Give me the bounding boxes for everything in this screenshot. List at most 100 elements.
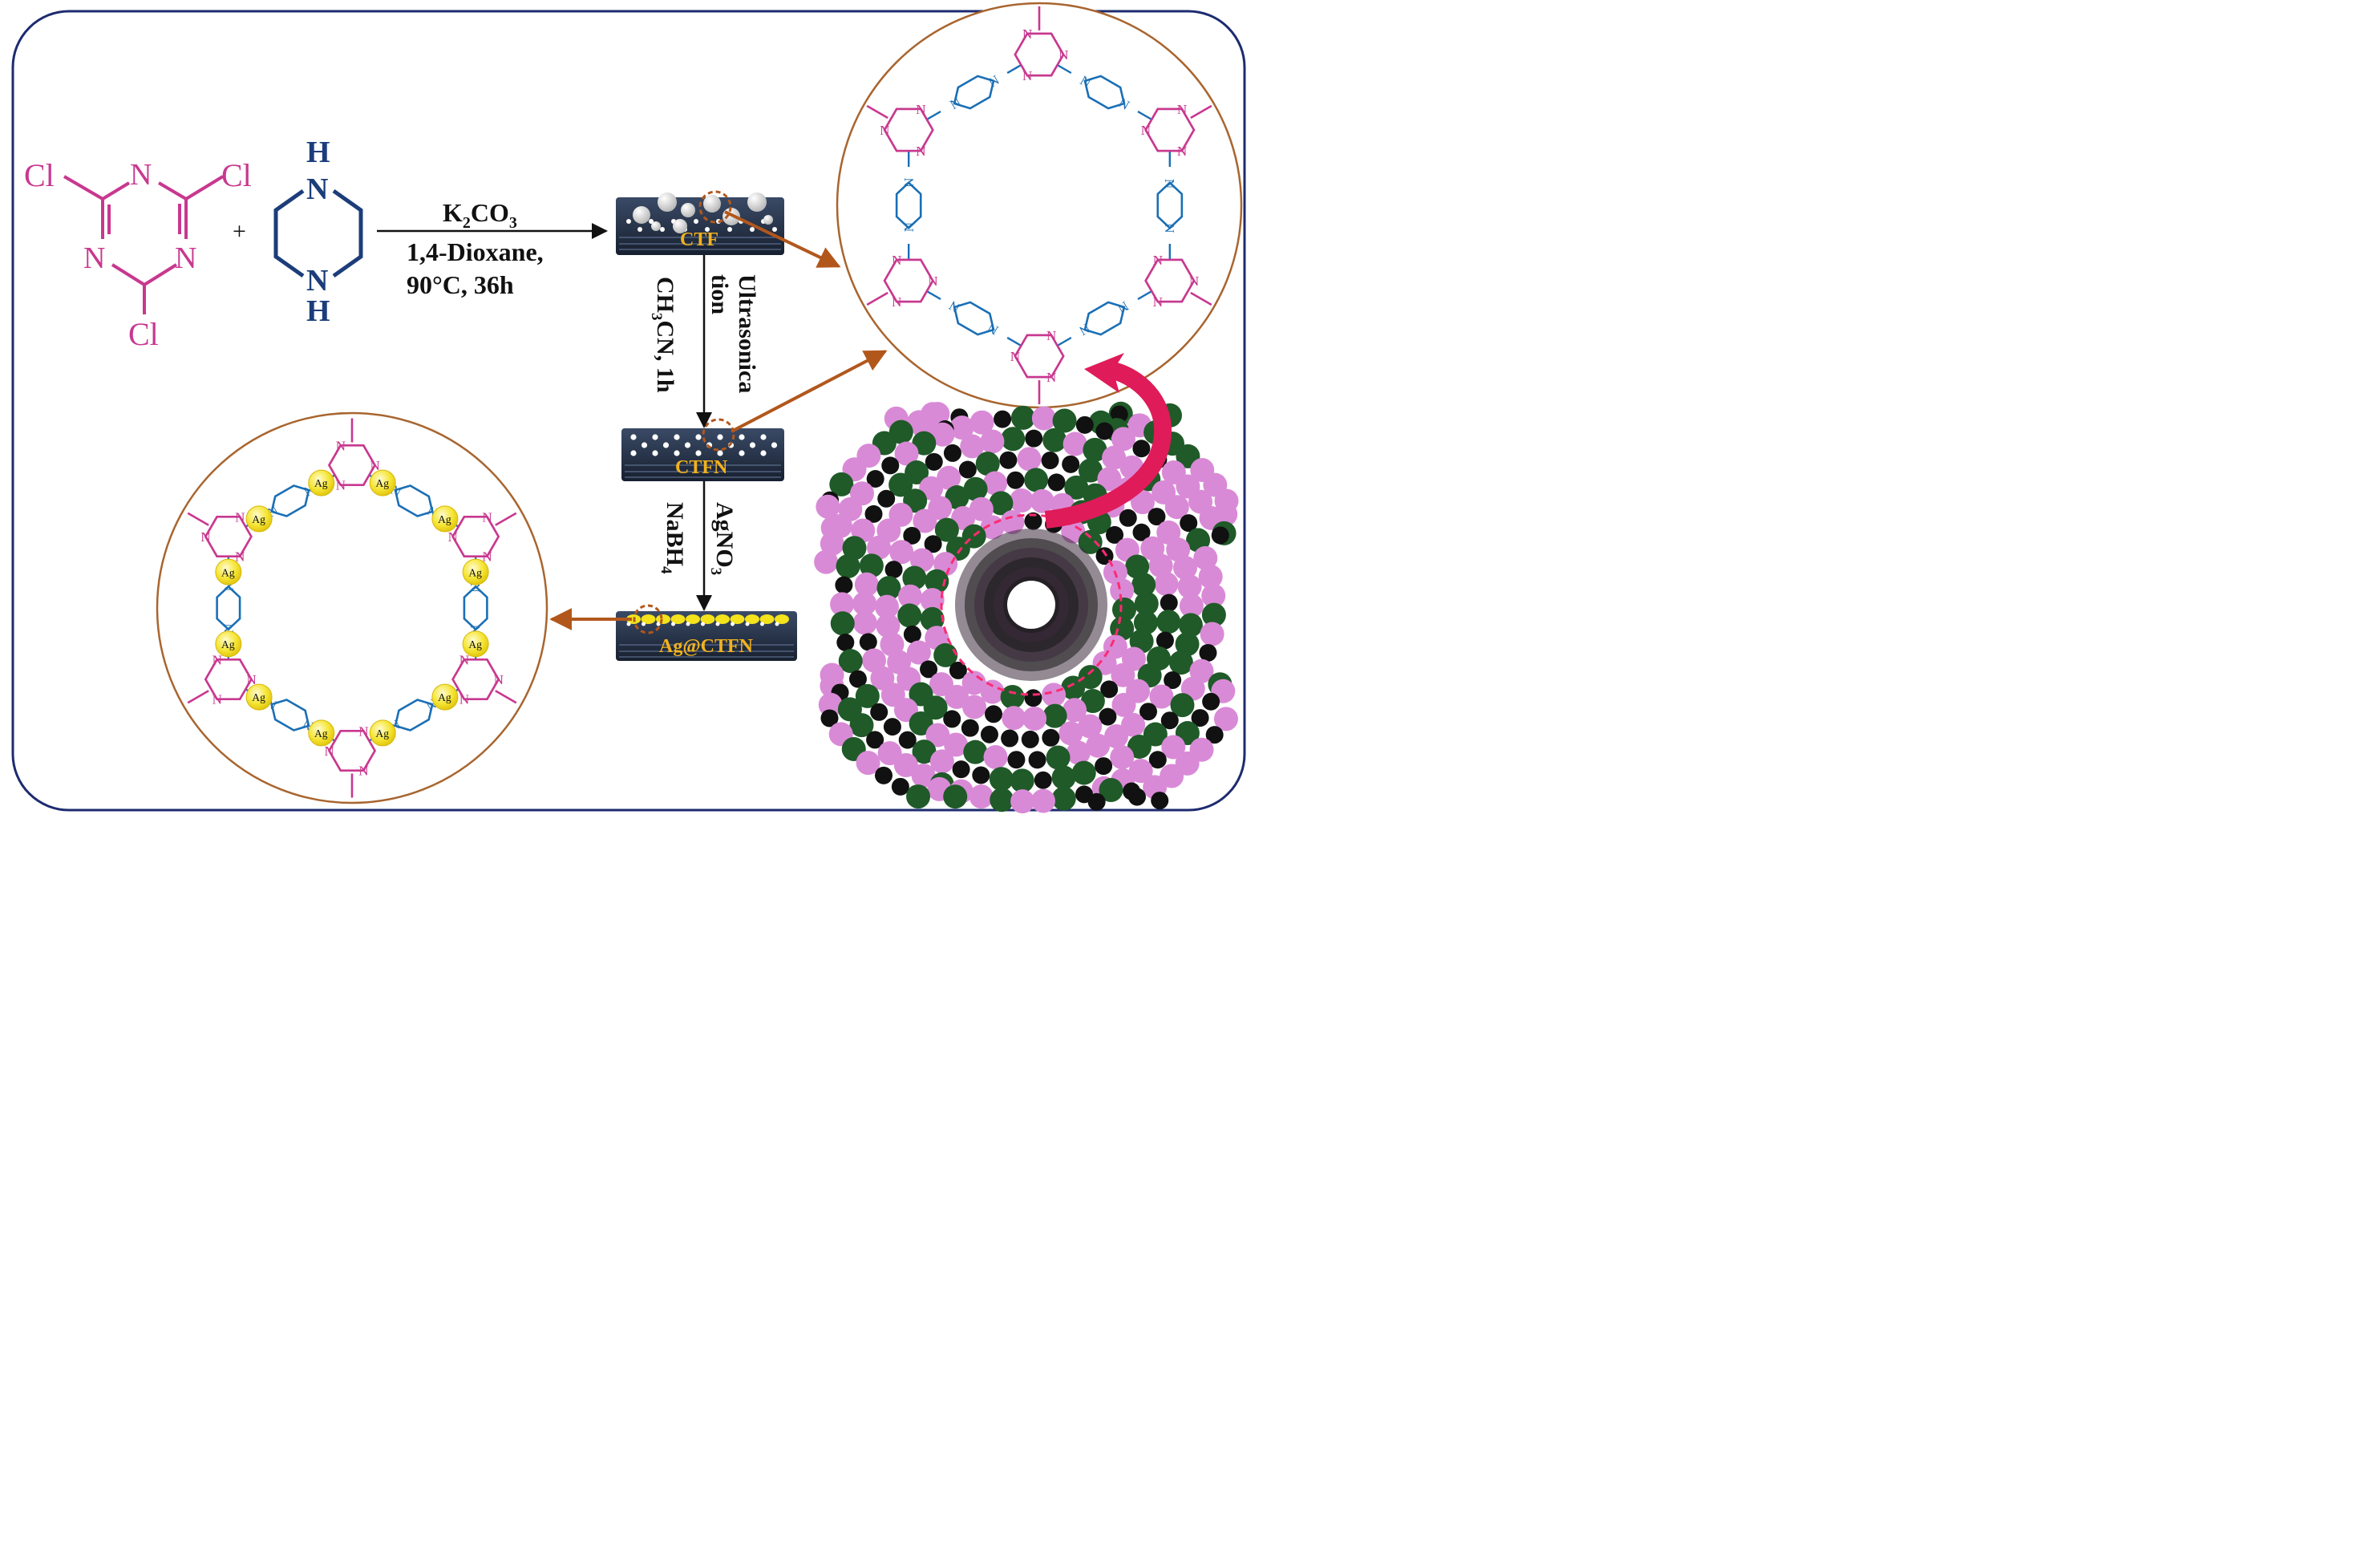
ctf-label: CTF (680, 229, 718, 250)
ring-n-label: N (1010, 349, 1020, 364)
ring-n-label: N (1022, 68, 1032, 83)
ring-n-label: N (358, 764, 368, 779)
atom-sphere (944, 732, 969, 757)
atom-sphere (1179, 594, 1204, 618)
ring-n-label: N (235, 549, 245, 565)
atom-sphere (898, 731, 917, 749)
atom-sphere (1164, 495, 1189, 520)
atom-sphere (1125, 554, 1150, 579)
atom-sphere (1087, 792, 1106, 811)
ring-n-label: N (200, 529, 210, 545)
pore-dot (771, 442, 778, 448)
atom-sphere (1062, 432, 1087, 456)
methyl-bond (495, 512, 517, 526)
atom-sphere (925, 569, 949, 594)
atom-sphere (830, 611, 855, 636)
atom-sphere (1099, 707, 1117, 726)
zoom-arrow-ctfn (731, 350, 888, 433)
atom-sphere (1058, 721, 1083, 746)
n-top-label: N (130, 158, 152, 192)
atom-sphere (911, 763, 936, 788)
atom-sphere (1168, 650, 1193, 675)
triazine-ring (451, 658, 500, 700)
atom-sphere (859, 633, 877, 651)
atom-sphere (961, 671, 986, 695)
atom-sphere (1133, 610, 1158, 635)
pore-dot (717, 434, 723, 440)
ag-nanoparticle (431, 505, 459, 533)
atom-sphere (1010, 789, 1035, 814)
atom-sphere (1148, 553, 1173, 578)
atom-sphere (1001, 427, 1026, 452)
framework-sphere-model-icon (814, 401, 1239, 814)
ag-label: Ag (375, 727, 389, 740)
ring-n-label: N (370, 458, 379, 473)
atom-sphere (980, 725, 998, 744)
atom-sphere (1052, 408, 1077, 433)
ring-n-label: N (212, 652, 222, 667)
piperazine-bond (270, 699, 310, 731)
atom-sphere (1175, 632, 1200, 657)
ag-nanoparticle (431, 683, 459, 711)
atom-sphere (1083, 437, 1107, 462)
triazine-ring (204, 658, 253, 700)
ring-n-label: N (246, 672, 256, 687)
pore-dot (745, 622, 750, 626)
piperazine-bond (953, 75, 995, 110)
atom-sphere (889, 540, 914, 565)
pore-dot (626, 219, 631, 224)
atom-sphere (1128, 759, 1153, 784)
atom-sphere (943, 710, 961, 728)
atom-sphere (1156, 631, 1174, 650)
pore-dot (694, 219, 698, 224)
pore-dot (772, 227, 777, 232)
atom-sphere (1010, 768, 1034, 793)
atom-sphere (1200, 622, 1224, 646)
triazine-ring (1144, 258, 1196, 303)
piperazine-bond (394, 484, 434, 517)
ag-nanoparticle (369, 719, 396, 747)
atom-sphere (1024, 689, 1042, 707)
ag-nanoparticle (462, 558, 489, 586)
atom-sphere (1104, 724, 1129, 749)
atom-sphere (1191, 709, 1209, 727)
ctfn-layer: CTFN (621, 428, 784, 481)
atom-sphere (1007, 751, 1026, 769)
atom-sphere (1201, 602, 1226, 627)
ag-nanoparticle (215, 630, 242, 658)
atom-sphere (1127, 788, 1146, 806)
atom-sphere (1078, 529, 1103, 554)
atom-sphere (814, 549, 839, 574)
triazine-ring (451, 516, 500, 557)
atom-sphere (903, 526, 921, 545)
atom-sphere (980, 429, 1005, 454)
triazine-ring (883, 258, 934, 303)
atom-sphere (1110, 578, 1135, 603)
atom-sphere (1112, 598, 1136, 622)
atom-sphere (983, 744, 1008, 769)
atom-sphere (975, 452, 1000, 476)
atom-sphere (1064, 475, 1089, 500)
ag-label: Ag (314, 727, 328, 740)
zoom-marker-agctfn (633, 604, 663, 634)
atom-sphere (866, 731, 884, 749)
atom-sphere (1205, 726, 1224, 744)
ring-n-label: N (928, 274, 937, 289)
atom-sphere (830, 592, 855, 617)
piperazine-bond (463, 585, 488, 631)
atom-sphere (1111, 663, 1135, 687)
atom-sphere (870, 703, 888, 721)
cyanuric-chloride-structure (63, 175, 225, 314)
atom-sphere (1213, 707, 1238, 731)
ag-nanoparticle (462, 630, 489, 658)
piperazine-ring: NN (1156, 179, 1184, 233)
triazine-fill (884, 259, 933, 302)
triazine-ring (1144, 107, 1196, 152)
ag-nanoparticle (308, 469, 335, 496)
triazine-fill (452, 517, 499, 557)
atom-sphere (1071, 760, 1096, 785)
atom-sphere (903, 625, 921, 643)
piperazine-reagent-structure (273, 188, 363, 278)
condition-base: K2CO3 (443, 198, 517, 232)
atom-sphere (962, 695, 987, 719)
